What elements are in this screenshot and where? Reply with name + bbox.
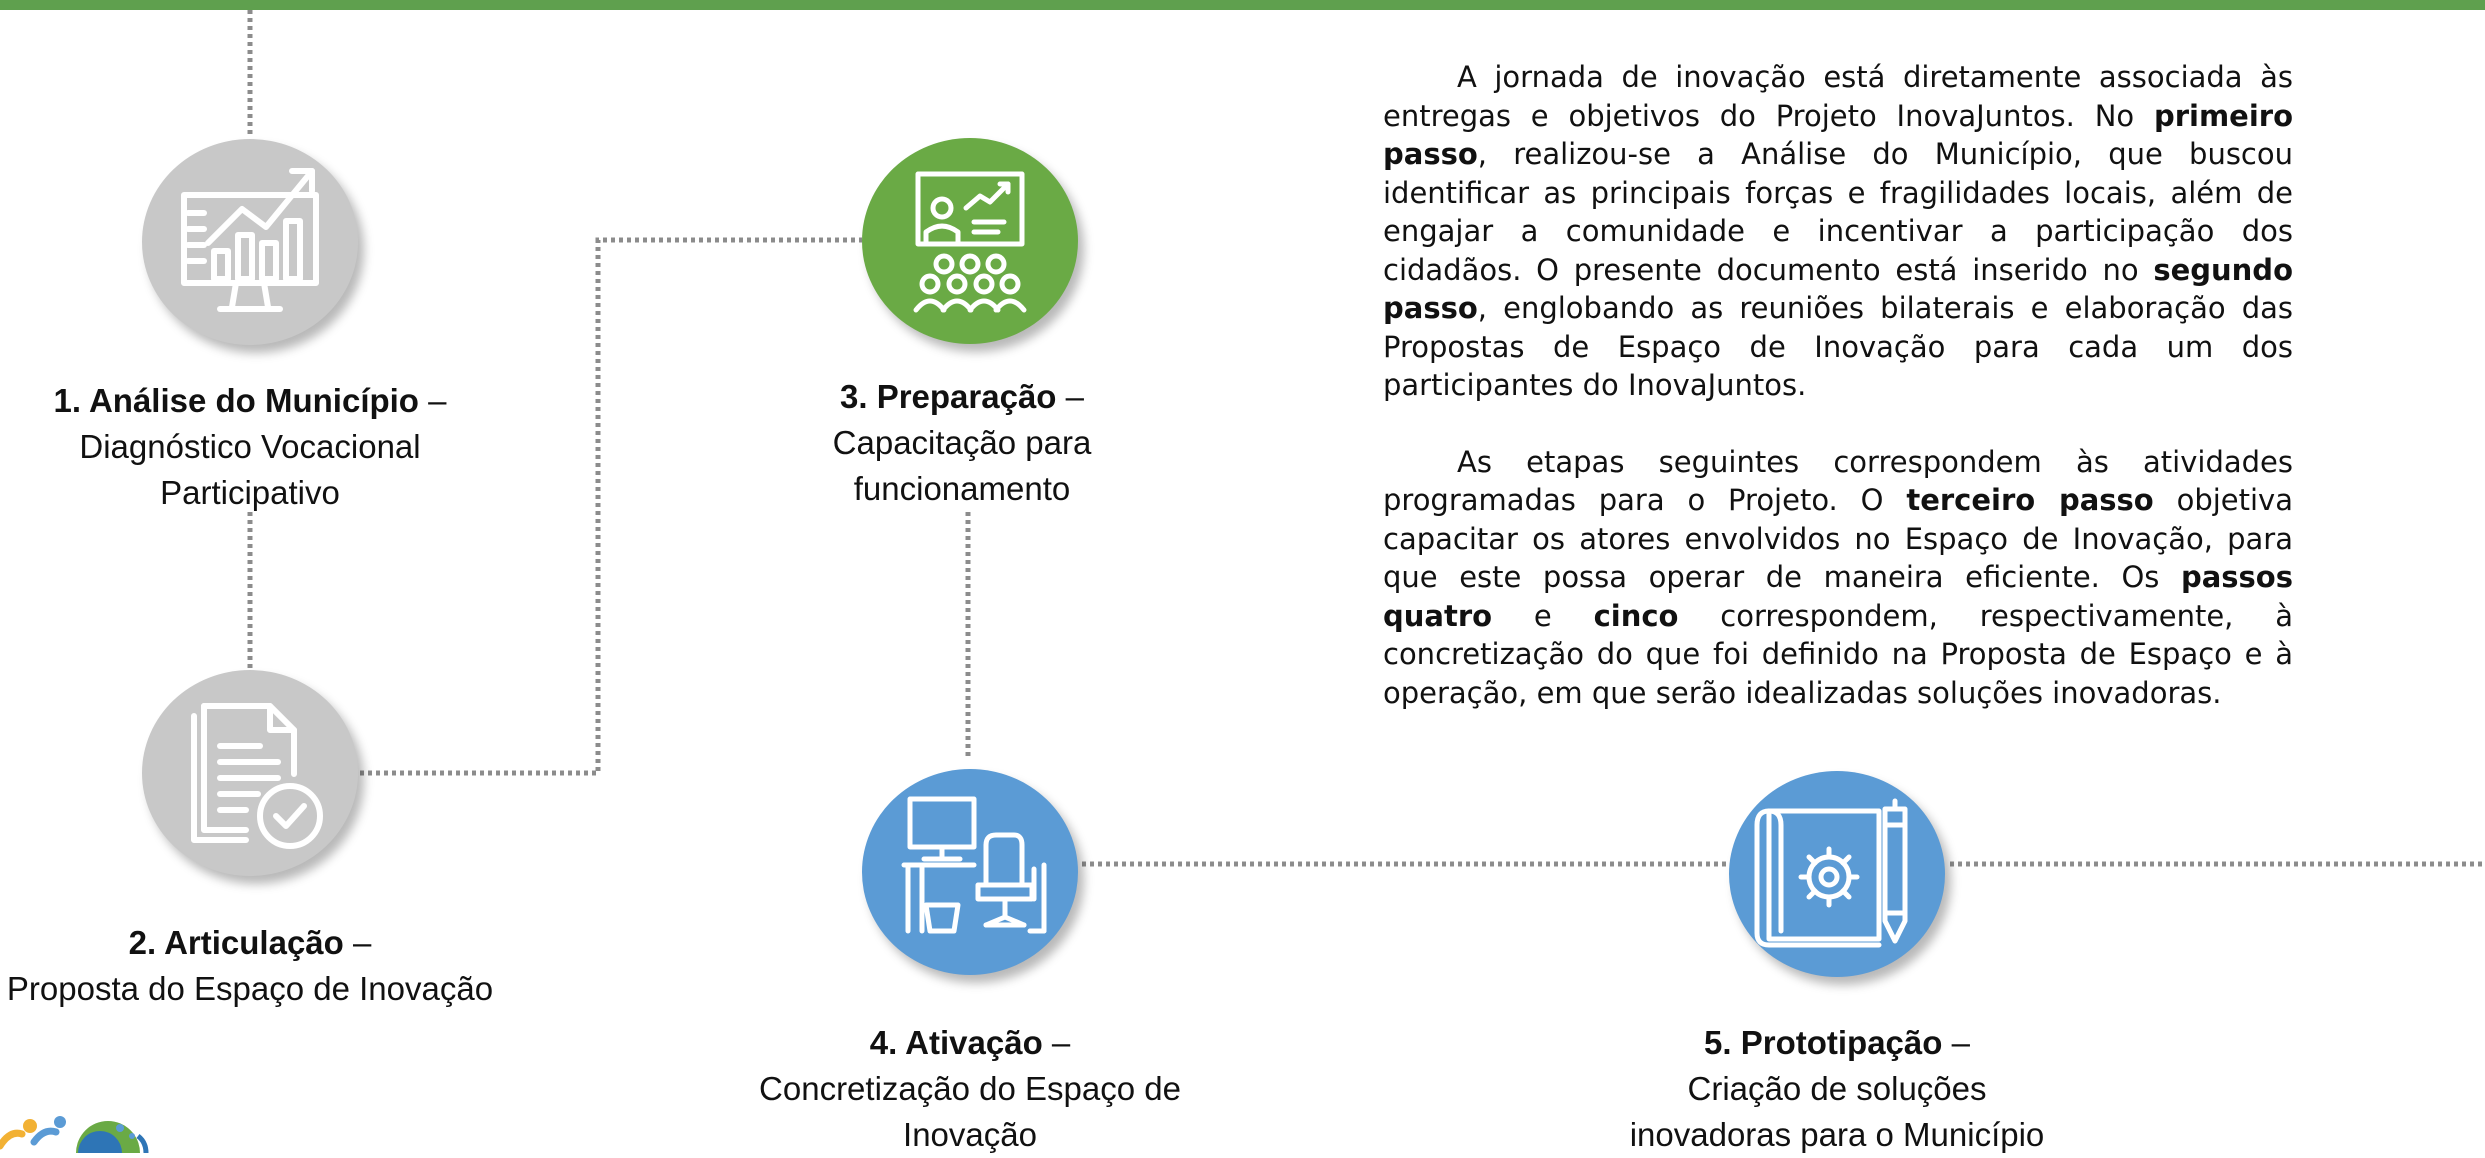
step-5-subtitle-line-1: Criação de soluções [1687,1070,1987,1107]
step-3-title: 3. Preparação [840,378,1057,415]
step-4-subtitle-line-2: Inovação [903,1116,1037,1153]
desk-workstation-icon [901,796,1047,934]
document-check-icon [191,703,323,849]
step-1-dash: – [418,382,447,419]
step-1-circle [142,139,358,345]
step-2-subtitle-line-1: Proposta do Espaço de Inovação [6,970,494,1007]
paragraph-2-bold-segment: passos quatro [1383,560,2293,633]
step-5-dash: – [1942,1024,1970,1061]
paragraph-2-bold-segment: terceiro passo [1906,483,2154,517]
step-3-label: 3. Preparação – Capacitação para funcion… [762,374,1162,512]
step-2-dash: – [343,924,372,961]
step-2-label: 2. Articulação – Proposta do Espaço de I… [0,920,500,1012]
paragraph-1-segment: , realizou-se a Análise do Município, qu… [1383,137,2293,287]
connector-step2-to-step3 [360,237,862,776]
paragraph-2-segment: As etapas seguintes correspondem às ativ… [1383,444,2293,518]
project-logo [0,1116,149,1153]
step-3-circle [862,138,1078,344]
paragraph-2-segment: e [1492,598,1594,633]
paragraph-1-bold-segment: primeiro passo [1383,98,2293,172]
step-4-label: 4. Ativação – Concretização do Espaço de… [740,1020,1200,1158]
paragraph-2: As etapas seguintes correspondem às ativ… [1383,443,2293,713]
paragraph-1-segment: , englobando as reuniões bilaterais e el… [1383,291,2293,402]
step-1-label: 1. Análise do Município – Diagnóstico Vo… [20,378,480,516]
paragraph-1: A jornada de inovação está diretamente a… [1383,58,2293,405]
monitor-chart-icon [181,168,319,312]
step-1-subtitle-line-1: Diagnóstico Vocacional [79,428,421,465]
presentation-audience-icon [913,171,1027,313]
paragraph-2-segment: objetiva capacitar os atores envolvidos … [1383,483,2293,594]
paragraph-2-bold-segment: cinco [1593,598,1679,633]
step-2-title: 2. Articulação [128,924,344,961]
step-4-subtitle-line-1: Concretização do Espaço de [759,1070,1181,1107]
paragraph-2-segment: correspondem, respectivamente, à concret… [1383,598,2293,710]
step-1-title: 1. Análise do Município [53,382,419,419]
paragraph-1-bold-segment: segundo passo [1383,252,2293,326]
step-3-subtitle-line-1: Capacitação para [832,424,1092,461]
step-3-subtitle-line-2: funcionamento [853,470,1071,507]
step-3-dash: – [1056,378,1084,415]
step-4-title: 4. Ativação [869,1024,1043,1061]
step-1-subtitle-line-2: Participativo [160,474,340,511]
step-5-subtitle-line-2: inovadoras para o Município [1629,1116,2045,1153]
step-2-circle [142,670,358,876]
step-5-label: 5. Prototipação – Criação de soluções in… [1597,1020,2077,1158]
step-4-dash: – [1042,1024,1071,1061]
blueprint-gear-pencil-icon [1754,798,1908,948]
paragraph-1-segment: A jornada de inovação está diretamente a… [1383,60,2293,133]
step-5-circle [1729,771,1945,977]
journey-description: A jornada de inovação está diretamente a… [1383,58,2293,712]
top-accent-bar [0,0,2485,10]
step-4-circle [862,769,1078,975]
step-5-title: 5. Prototipação [1704,1024,1943,1061]
